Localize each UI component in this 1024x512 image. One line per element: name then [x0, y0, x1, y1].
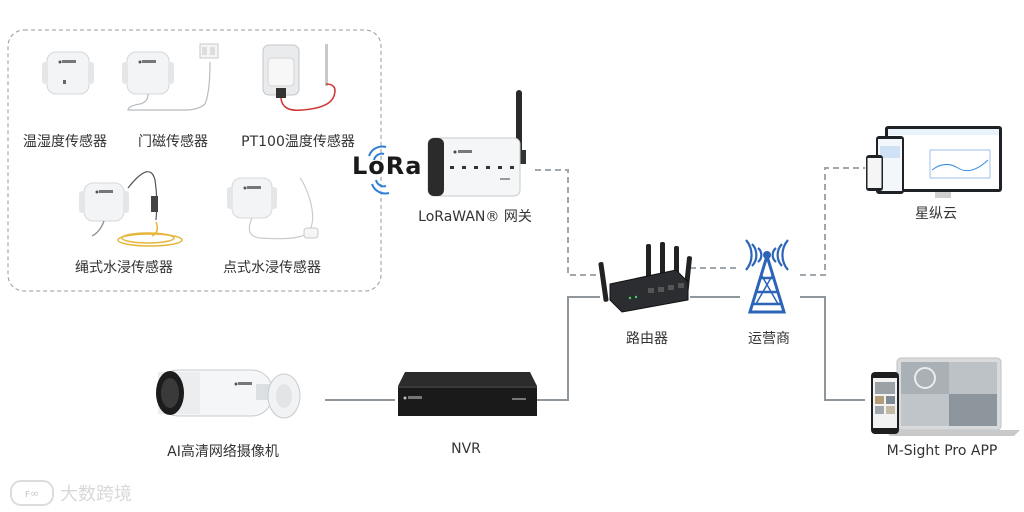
cloud-platform-icon: [866, 126, 1002, 198]
label-rope-water-leak: 绳式水浸传感器: [75, 260, 173, 276]
lora-wave-icon: [368, 145, 390, 195]
watermark-logo-icon: ꜰ∞: [10, 480, 54, 506]
connections: [325, 167, 865, 401]
pt100-sensor-icon: [262, 44, 336, 112]
router-icon: [598, 242, 692, 313]
label-app: M-Sight Pro APP: [886, 443, 998, 459]
label-router: 路由器: [626, 331, 668, 347]
label-door-magnetic: 门磁传感器: [138, 134, 208, 150]
temp-humidity-sensor-icon: [42, 51, 94, 95]
cell-tower-icon: [745, 239, 789, 314]
watermark: ꜰ∞ 大数跨境: [10, 480, 132, 506]
nvr-icon: [398, 372, 537, 416]
sensor-group-box: [7, 29, 382, 292]
msight-app-icon: [871, 357, 1020, 436]
carrier-cloud-link: [800, 167, 865, 276]
spot-water-leak-sensor-icon: [227, 177, 319, 240]
door-magnetic-sensor-icon: [122, 43, 219, 111]
watermark-text: 大数跨境: [60, 484, 132, 505]
label-temp-humidity: 温湿度传感器: [23, 134, 107, 150]
label-cloud: 星纵云: [915, 206, 957, 222]
label-gateway: LoRaWAN® 网关: [418, 209, 532, 225]
label-camera: AI高清网络摄像机: [167, 444, 279, 460]
router-nvr-link: [537, 296, 600, 401]
label-nvr: NVR: [451, 441, 481, 457]
rope-water-leak-sensor-icon: [79, 171, 183, 247]
label-carrier: 运营商: [748, 331, 790, 347]
carrier-app-link: [800, 296, 865, 401]
label-pt100: PT100温度传感器: [241, 134, 355, 150]
ai-camera-icon: [156, 369, 301, 419]
lora-logo: LoRa: [352, 152, 423, 180]
lorawan-gateway-icon: [427, 90, 526, 197]
label-spot-water-leak: 点式水浸传感器: [223, 260, 321, 276]
gateway-router-link: [535, 169, 600, 276]
